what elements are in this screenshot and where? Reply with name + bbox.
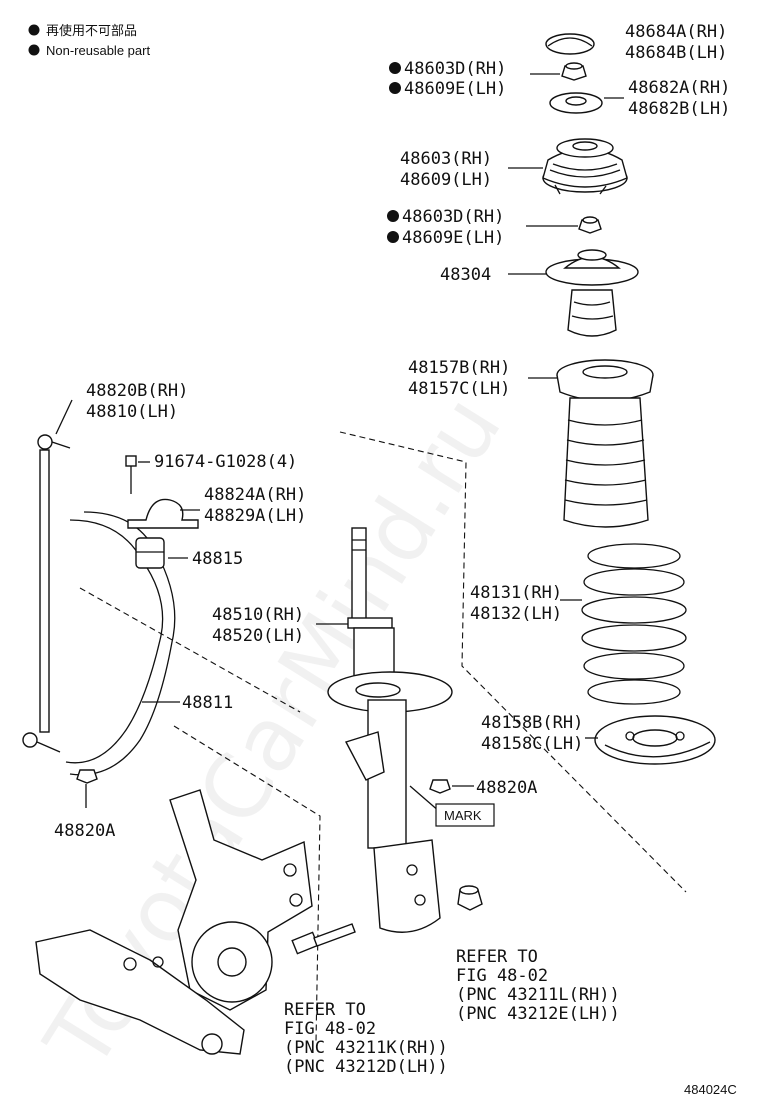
mark-callout: MARK — [409, 785, 495, 827]
non-reusable-marker-icon — [387, 210, 399, 222]
label-48810: 48810(LH) — [86, 402, 178, 422]
nut-part-48820a-right — [429, 779, 451, 794]
label-48824a: 48824A(RH) — [204, 485, 306, 505]
label-48682a: 48682A(RH) — [628, 78, 730, 98]
refer-left-line1: REFER TO — [284, 1000, 366, 1020]
label-48603d-mid: 48603D(RH) — [402, 207, 504, 227]
coil-spring-part — [581, 543, 687, 705]
bound-stopper-part — [545, 249, 639, 337]
stabilizer-link-part — [22, 434, 71, 753]
label-48609: 48609(LH) — [400, 170, 492, 190]
label-48609e-mid: 48609E(LH) — [402, 228, 504, 248]
refer-right-line3: (PNC 43211L(RH)) — [456, 985, 620, 1005]
refer-note-left: REFER TO FIG 48-02 (PNC 43211K(RH)) (PNC… — [284, 1000, 448, 1077]
label-48510: 48510(RH) — [212, 605, 304, 625]
label-48829a: 48829A(LH) — [204, 506, 306, 526]
label-48811: 48811 — [182, 693, 233, 713]
refer-right-line1: REFER TO — [456, 947, 538, 967]
spring-upper-seat-part — [556, 359, 654, 528]
lower-insulator-part — [594, 715, 716, 765]
label-48158c: 48158C(LH) — [481, 734, 583, 754]
label-48684a: 48684A(RH) — [625, 22, 727, 42]
refer-left-line2: FIG 48-02 — [284, 1019, 376, 1039]
lower-arm-part — [35, 929, 245, 1055]
refer-left-line4: (PNC 43212D(LH)) — [284, 1057, 448, 1077]
label-48132: 48132(LH) — [470, 604, 562, 624]
mark-label: MARK — [444, 808, 482, 823]
label-48304: 48304 — [440, 265, 491, 285]
diagram-code: 484024C — [684, 1082, 737, 1097]
legend-text-en: Non-reusable part — [46, 43, 150, 58]
non-reusable-marker-icon — [389, 62, 401, 74]
label-48157b: 48157B(RH) — [408, 358, 510, 378]
refer-left-line3: (PNC 43211K(RH)) — [284, 1038, 448, 1058]
label-48157c: 48157C(LH) — [408, 379, 510, 399]
non-reusable-marker-icon — [387, 231, 399, 243]
bracket-part — [127, 498, 199, 529]
stabilizer-bushing-part — [135, 537, 165, 569]
shock-absorber-part — [327, 527, 453, 933]
knuckle-guide-line — [173, 725, 321, 1043]
label-48815: 48815 — [192, 549, 243, 569]
stabilizer-bar-part — [65, 511, 176, 776]
label-48603: 48603(RH) — [400, 149, 492, 169]
label-48820a-right: 48820A — [476, 778, 537, 798]
refer-right-line2: FIG 48-02 — [456, 966, 548, 986]
label-48684b: 48684B(LH) — [625, 43, 727, 63]
label-48520: 48520(LH) — [212, 626, 304, 646]
nut-part-48820a-left — [76, 769, 98, 784]
nut-part-top — [561, 62, 587, 81]
stabilizer-guide-line — [79, 587, 301, 713]
label-48820b: 48820B(RH) — [86, 381, 188, 401]
suspension-support-part — [542, 138, 628, 195]
strut-bolt-part — [291, 923, 356, 955]
strut-nut-part — [457, 885, 483, 911]
refer-right-line4: (PNC 43212E(LH)) — [456, 1004, 620, 1024]
label-48603d-top: 48603D(RH) — [404, 59, 506, 79]
washer-part — [549, 92, 603, 114]
label-48609e-top: 48609E(LH) — [404, 79, 506, 99]
non-reusable-marker-icon — [389, 82, 401, 94]
legend-bullet-icon — [28, 24, 40, 36]
label-48158b: 48158B(RH) — [481, 713, 583, 733]
label-48131: 48131(RH) — [470, 583, 562, 603]
nut-part-mid — [578, 216, 602, 234]
label-48682b: 48682B(LH) — [628, 99, 730, 119]
dust-cap-part — [545, 33, 595, 55]
refer-note-right: REFER TO FIG 48-02 (PNC 43211L(RH)) (PNC… — [456, 947, 620, 1024]
label-91674: 91674-G1028(4) — [154, 452, 297, 472]
legend-text-jp: 再使用不可部品 — [46, 23, 137, 38]
bracket-bolt-part — [125, 455, 137, 494]
legend: 再使用不可部品 Non-reusable part — [28, 23, 150, 58]
steering-knuckle-part — [169, 789, 313, 1011]
strut-guide-line — [339, 431, 687, 893]
label-48820a-left: 48820A — [54, 821, 115, 841]
legend-bullet-icon — [28, 44, 40, 56]
